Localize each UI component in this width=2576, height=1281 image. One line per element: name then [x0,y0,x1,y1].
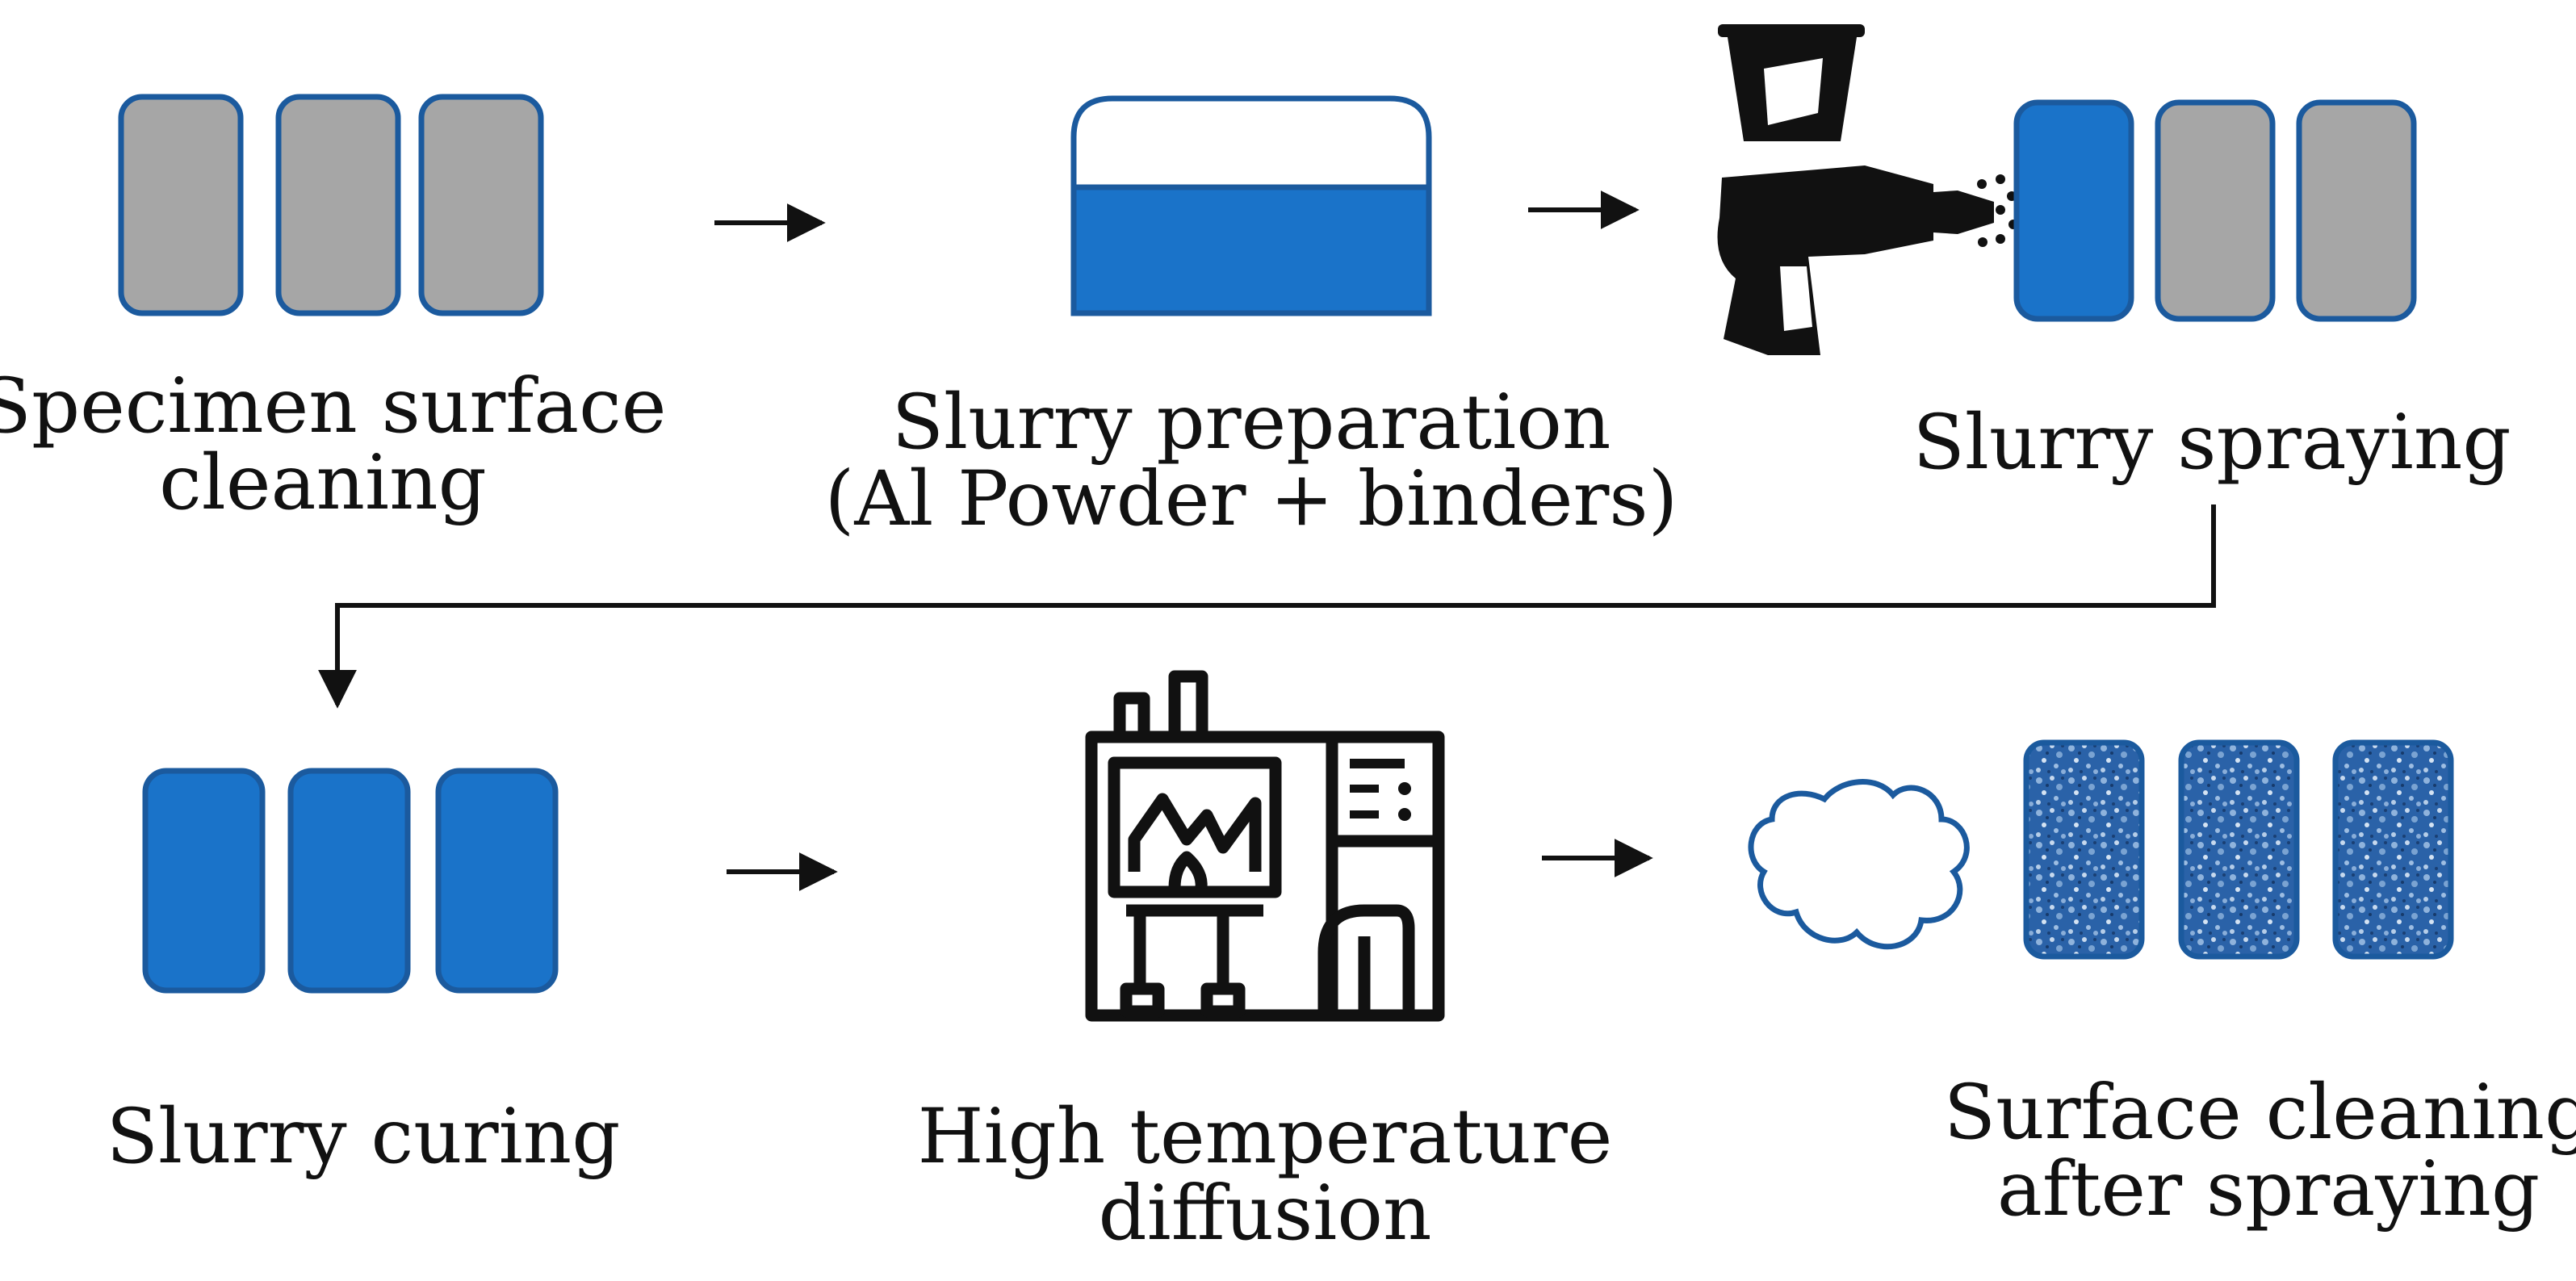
specimen-plate [2155,99,2276,322]
control-panel [1350,759,1411,821]
foot [1200,982,1246,1018]
specimen-plate-coated [435,768,559,994]
gun-nozzle [1933,190,1994,234]
specimen-plate-textured [2178,739,2300,960]
specimen-plate [2296,99,2417,322]
specimen-icon [2023,739,2454,960]
specimen-plate-coated [142,768,266,994]
specimen-plate-coated [287,768,411,994]
specimen-plate-textured [2332,739,2454,960]
foot [1120,982,1165,1018]
gun-cup-rim [1718,24,1865,37]
specimen-plate [118,94,244,316]
specimen-plate-coated [2013,99,2134,322]
step-label-line1: Slurry spraying [1912,399,2511,487]
step-label-line2: (Al Powder + binders) [825,455,1678,543]
step-surface-cleaning: Surface cleaning after spraying [1748,739,2576,1233]
control-display [1350,759,1405,768]
gun-grip-hole [1780,266,1812,331]
spray-dots [1977,174,2018,247]
specimen-plate [418,94,544,316]
specimen-icon [118,94,544,316]
flame-inner [1168,851,1208,889]
step-specimen-cleaning: Specimen surface cleaning [0,94,666,527]
specimen-plate [275,94,401,316]
slurry-fill [1074,187,1429,313]
control-knob [1398,782,1411,795]
specimen-plate-textured [2023,739,2145,960]
step-label-line1: High temperature [918,1093,1613,1181]
furnace-housing [1085,731,1445,1022]
connector-arrow [318,504,2216,709]
cloud-icon [1748,779,1970,950]
spray-gun-icon [1717,24,2018,355]
flame [1128,793,1262,872]
step-slurry-curing: Slurry curing [107,768,621,1181]
control-slot [1350,810,1379,818]
gun-body [1717,165,1933,355]
step-high-temperature-diffusion: High temperature diffusion [918,670,1613,1258]
gun-cup-window [1764,58,1823,125]
step-label-line1: Slurry preparation [892,379,1611,467]
slurry-container-icon [1070,95,1432,316]
step-label-line2: after spraying [1997,1145,2540,1233]
furnace-icon [1085,670,1445,1022]
chimney [1168,670,1208,743]
control-slot [1350,785,1379,793]
step-label-line1: Specimen surface [0,362,666,450]
step-label-line2: diffusion [1099,1170,1432,1258]
pipe [1317,904,1415,1015]
step-label-line1: Surface cleaning [1944,1069,2576,1157]
specimen-icon [142,768,559,994]
furnace-window [1108,756,1282,898]
container-outline [1070,95,1432,316]
specimen-icon [2013,99,2417,322]
step-slurry-preparation: Slurry preparation (Al Powder + binders) [825,95,1678,543]
step-slurry-spraying: Slurry spraying [1717,24,2511,487]
step-label-line1: Slurry curing [107,1093,621,1181]
step-label-line2: cleaning [159,439,487,527]
control-knob [1398,808,1411,821]
